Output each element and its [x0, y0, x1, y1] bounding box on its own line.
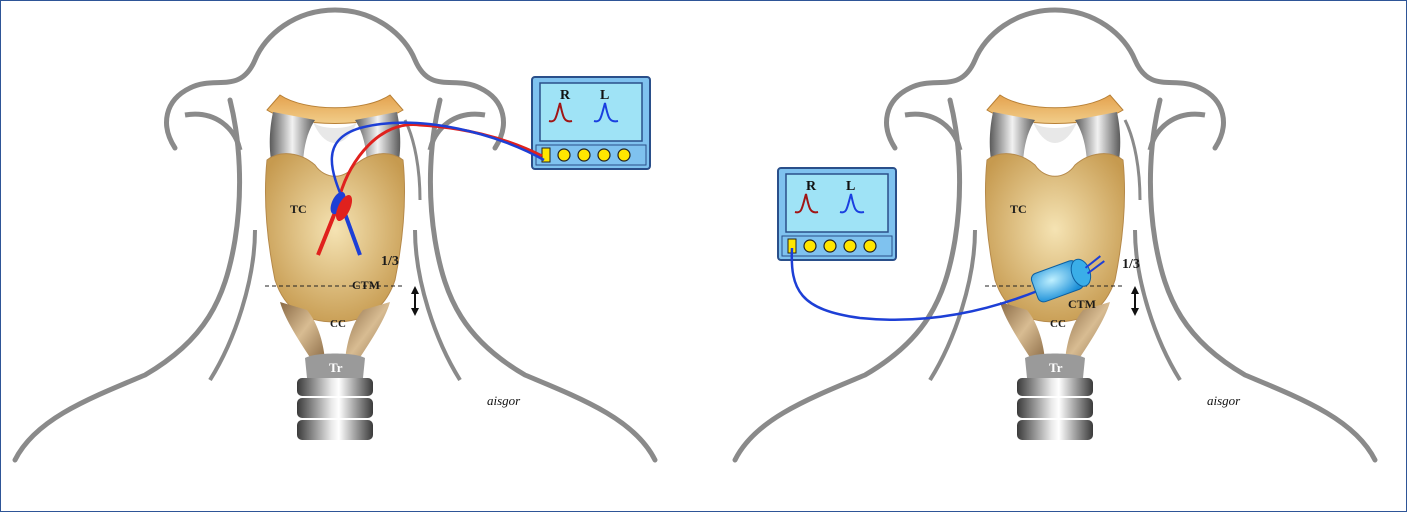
label-tc: TC: [290, 202, 307, 216]
needle-electrode-icon: [316, 191, 362, 256]
label-ctm: CTM: [352, 278, 380, 292]
label-fraction: 1/3: [1122, 257, 1140, 272]
monitor-icon: [777, 167, 897, 261]
monitor-label-l: L: [600, 88, 609, 103]
label-tr: Tr: [329, 360, 343, 375]
label-tc: TC: [1010, 202, 1027, 216]
signature: aisgor: [1207, 393, 1241, 408]
monitor-label-r: R: [806, 179, 817, 194]
monitor-left: R L: [531, 76, 651, 170]
wire-blue: [790, 247, 1041, 321]
monitor-icon: [531, 76, 651, 170]
wire-red: [338, 123, 543, 196]
label-ctm: CTM: [1068, 297, 1096, 311]
monitor-label-l: L: [846, 179, 855, 194]
label-fraction: 1/3: [381, 254, 399, 269]
monitor-right: R L: [777, 167, 897, 261]
label-tr: Tr: [1049, 360, 1063, 375]
monitor-label-r: R: [560, 88, 571, 103]
wire-blue: [330, 121, 545, 206]
signature: aisgor: [487, 393, 521, 408]
label-cc: CC: [1050, 318, 1066, 330]
surface-electrode-icon: [1030, 255, 1105, 303]
label-cc: CC: [330, 318, 346, 330]
